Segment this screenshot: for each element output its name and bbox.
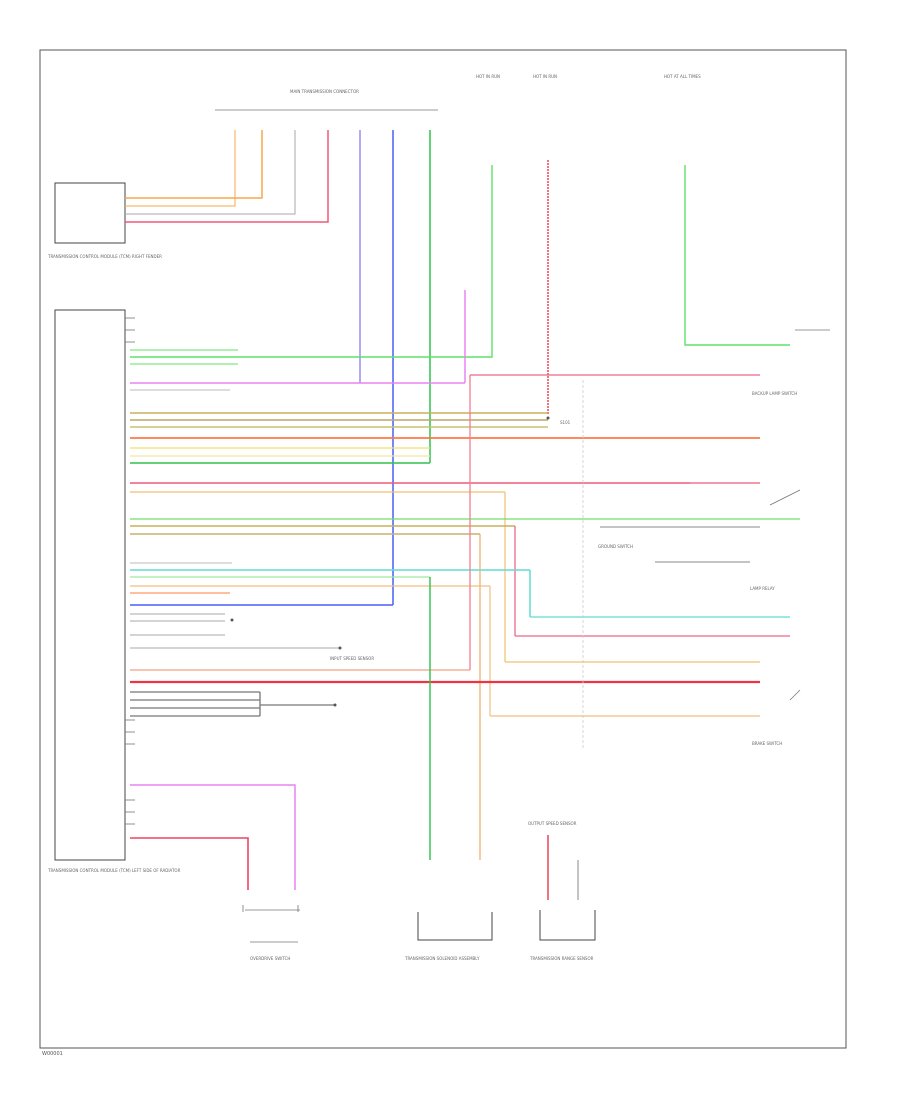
tcm-top-wires <box>125 130 329 223</box>
tcm-pins <box>125 317 135 825</box>
overdrive-switch-label: OVERDRIVE SWITCH <box>250 956 290 961</box>
tcm-top-label: TRANSMISSION CONTROL MODULE (TCM) RIGHT … <box>47 254 162 259</box>
feed-b-label: HOT IN RUN <box>533 74 557 79</box>
backup-lamp-label: BACKUP LAMP SWITCH <box>752 391 797 396</box>
figure-code: W00001 <box>42 1051 63 1057</box>
brake-switch-label: BRAKE SWITCH <box>752 741 782 746</box>
output-sensor-label: OUTPUT SPEED SENSOR <box>528 821 577 826</box>
tcm-main-box <box>54 309 126 861</box>
splice-label: S101 <box>560 420 571 425</box>
ground-switch-label: GROUND SWITCH <box>598 544 633 549</box>
feed-c-label: HOT AT ALL TIMES <box>664 74 701 79</box>
transmission-solenoid-label: TRANSMISSION SOLENOID ASSEMBLY <box>404 956 480 961</box>
bottom-loop-wires <box>130 784 296 890</box>
diagram-frame <box>39 49 847 1049</box>
trs-sensor-label: TRANSMISSION RANGE SENSOR <box>529 956 594 961</box>
lower-wires <box>429 380 584 900</box>
input-sensor-label: INPUT SPEED SENSOR <box>330 656 374 661</box>
right-switches <box>230 329 830 707</box>
bottom-components: OVERDRIVE SWITCH TRANSMISSION SOLENOID A… <box>242 821 596 961</box>
tcm-main-label: TRANSMISSION CONTROL MODULE (TCM) LEFT S… <box>47 868 181 873</box>
tcm-top-box <box>54 182 126 244</box>
harness-wires <box>130 290 800 860</box>
feed-wires <box>130 160 790 415</box>
lamp-relay-label: LAMP RELAY <box>750 586 775 591</box>
feed-a-label: HOT IN RUN <box>476 74 500 79</box>
right-wires <box>490 482 790 717</box>
main-connector-label: MAIN TRANSMISSION CONNECTOR <box>290 89 359 94</box>
